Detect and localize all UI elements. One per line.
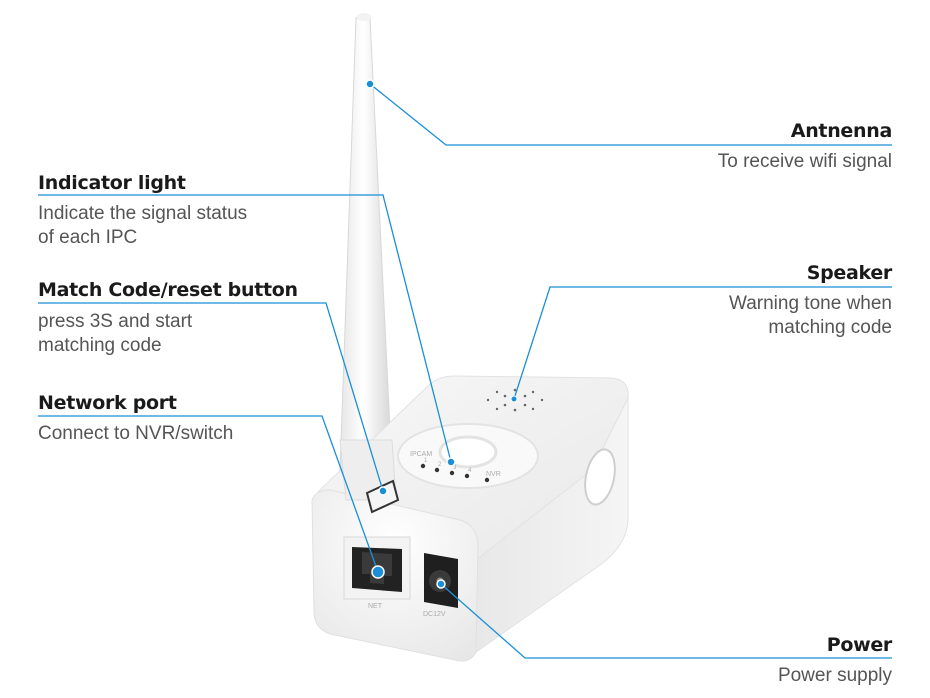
indicator-description-line2: of each IPC (38, 227, 138, 248)
led-2 (434, 467, 440, 473)
antenna (339, 13, 393, 471)
power-title: Power (826, 634, 893, 656)
led-3 (449, 470, 455, 476)
led-number-4: 4 (468, 468, 472, 474)
callout-lines (38, 79, 892, 659)
led-number-1: 1 (424, 458, 428, 464)
antenna-callout-line (369, 83, 892, 146)
match-code-title: Match Code/reset button (38, 279, 298, 301)
indicator-callout-line (38, 194, 452, 463)
net-port-label: NET (368, 603, 383, 610)
led-right-label: NVR (486, 471, 501, 478)
match-code-callout-line (38, 302, 384, 492)
led-number-2: 2 (438, 462, 442, 468)
speaker-grille (486, 388, 544, 412)
antenna-title: Antnenna (790, 120, 893, 142)
dc-port-label: DC12V (423, 611, 446, 618)
indicator-title: Indicator light (38, 172, 186, 194)
speaker-callout-line (513, 286, 892, 400)
network-description: Connect to NVR/switch (38, 423, 234, 444)
network-callout-line (38, 415, 379, 573)
antenna-description: To receive wifi signal (717, 151, 892, 172)
network-title: Network port (38, 392, 177, 414)
led-nvr (484, 477, 490, 483)
power-description: Power supply (777, 665, 892, 686)
match-code-description-line2: matching code (38, 335, 162, 356)
network-port: NET (343, 536, 411, 610)
led-left-label: IPCAM (410, 451, 432, 458)
power-callout-line (440, 583, 892, 659)
led-1 (420, 463, 426, 469)
led-number-3: 3 (453, 465, 457, 471)
speaker-title: Speaker (806, 262, 893, 284)
reset-button (365, 479, 400, 514)
led-4 (464, 473, 470, 479)
match-code-description-line1: press 3S and start (38, 311, 193, 332)
led-panel: IPCAM NVR 1 2 3 4 (397, 423, 539, 489)
speaker-description-line2: matching code (768, 317, 892, 338)
speaker-description-line1: Warning tone when (728, 293, 892, 314)
indicator-description-line1: Indicate the signal status (38, 203, 248, 224)
